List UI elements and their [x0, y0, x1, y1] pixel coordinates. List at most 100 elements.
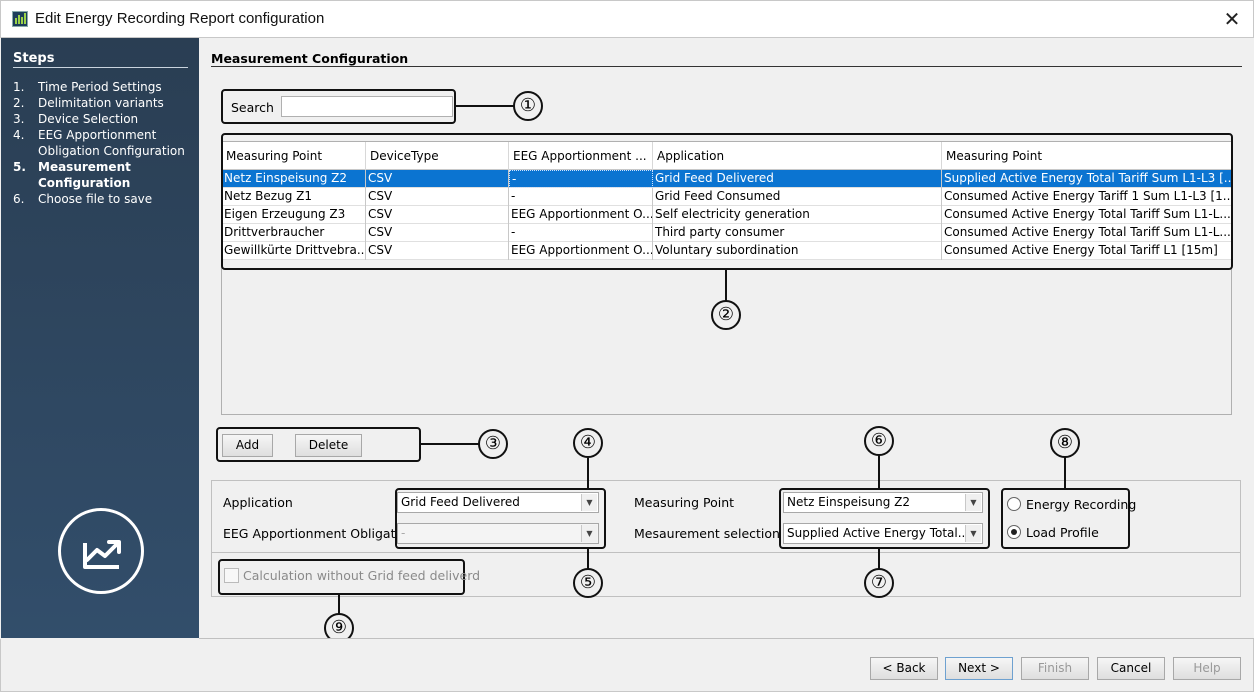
eeg-value: -: [401, 526, 406, 540]
step-label: Time Period Settings: [38, 80, 162, 94]
step-label: EEG Apportionment Obligation Configurati…: [38, 128, 185, 158]
table-cell: Voluntary subordination: [653, 242, 942, 260]
callout-box: [216, 427, 421, 462]
calculation-checkbox-label: Calculation without Grid feed deliverd: [243, 568, 481, 583]
close-icon[interactable]: ✕: [1223, 7, 1241, 31]
table-cell: Consumed Active Energy Total Tariff L1 […: [944, 243, 1218, 257]
search-input[interactable]: [281, 96, 453, 117]
table-row[interactable]: Eigen Erzeugung Z3 CSV EEG Apportionment…: [222, 206, 1231, 224]
measurement-selection-value: Supplied Active Energy Total...: [787, 526, 970, 540]
callout-box: [221, 133, 1233, 270]
column-header[interactable]: Measuring Point: [946, 149, 1043, 163]
chevron-down-icon: ▼: [965, 494, 981, 511]
measuring-point-label: Measuring Point: [634, 495, 735, 510]
table-row-selected[interactable]: Netz Einspeisung Z2 CSV - Grid Feed Deli…: [222, 170, 1231, 188]
step-number: 2.: [13, 96, 25, 110]
table-cell: Drittverbraucher: [222, 224, 366, 242]
table-row[interactable]: Drittverbraucher CSV - Third party consu…: [222, 224, 1231, 242]
step-number: 1.: [13, 80, 25, 94]
callout-line: [878, 455, 880, 489]
table-cell: Grid Feed Delivered: [653, 170, 942, 188]
table-cell: Gewillkürte Drittvebra...: [222, 242, 366, 260]
divider: [199, 638, 1254, 639]
table-cell: Supplied Active Energy Total Tariff Sum …: [944, 171, 1231, 185]
add-button[interactable]: Add: [222, 434, 273, 457]
calculation-checkbox[interactable]: [224, 568, 239, 583]
help-button[interactable]: Help: [1173, 657, 1241, 680]
callout-number: ②: [711, 300, 741, 330]
measuring-point-value: Netz Einspeisung Z2: [787, 495, 911, 509]
step-label: Choose file to save: [38, 192, 153, 206]
table-cell: CSV: [366, 242, 509, 260]
column-header[interactable]: DeviceType: [366, 142, 509, 170]
table-cell: Consumed Active Energy Total Tariff Sum …: [944, 207, 1231, 221]
step-number: 4.: [13, 128, 25, 142]
steps-title: Steps: [13, 51, 188, 68]
table-cell: CSV: [366, 188, 509, 206]
callout-line: [878, 549, 880, 570]
table-cell: -: [509, 170, 653, 188]
eeg-label: EEG Apportionment Obligation: [223, 526, 415, 541]
callout-number: ⑥: [864, 426, 894, 456]
cancel-button[interactable]: Cancel: [1097, 657, 1165, 680]
table-cell: Consumed Active Energy Total Tariff Sum …: [944, 225, 1231, 239]
table-cell: CSV: [366, 206, 509, 224]
table-row[interactable]: Netz Bezug Z1 CSV - Grid Feed Consumed C…: [222, 188, 1231, 206]
delete-button[interactable]: Delete: [295, 434, 362, 457]
step-label: Measurement Configuration: [38, 160, 131, 190]
callout-number: ⑧: [1050, 428, 1080, 458]
measurement-selection-select[interactable]: Supplied Active Energy Total...▼: [783, 523, 983, 544]
energy-recording-label: Energy Recording: [1026, 497, 1137, 512]
callout-box: [221, 89, 456, 124]
callout-box: [779, 488, 990, 549]
eeg-select[interactable]: -▼: [397, 523, 599, 544]
callout-line: [456, 105, 514, 107]
table-cell: EEG Apportionment O...: [509, 242, 653, 260]
energy-recording-radio[interactable]: [1007, 497, 1021, 511]
title-bar: [0, 0, 1254, 38]
column-header[interactable]: Application: [653, 142, 942, 170]
chart-trend-icon: [58, 508, 144, 594]
callout-line: [1064, 457, 1066, 489]
load-profile-radio[interactable]: [1007, 525, 1021, 539]
measurement-selection-label: Mesaurement selection: [634, 526, 780, 541]
back-button[interactable]: < Back: [870, 657, 938, 680]
app-icon: [12, 11, 28, 27]
finish-button[interactable]: Finish: [1021, 657, 1089, 680]
callout-line: [587, 549, 589, 570]
table-cell: Grid Feed Consumed: [653, 188, 942, 206]
divider: [211, 66, 1242, 67]
step-number: 3.: [13, 112, 25, 126]
window-title: Edit Energy Recording Report configurati…: [35, 10, 325, 27]
search-label: Search: [231, 100, 274, 115]
table-cell: Netz Bezug Z1: [222, 188, 366, 206]
callout-number: ⑦: [864, 568, 894, 598]
application-label: Application: [223, 495, 293, 510]
callout-box: [395, 488, 606, 549]
table-cell: Consumed Active Energy Tariff 1 Sum L1-L…: [944, 189, 1231, 203]
callout-line: [587, 458, 589, 489]
measuring-point-select[interactable]: Netz Einspeisung Z2 ▼: [783, 492, 983, 513]
callout-number: ⑤: [573, 568, 603, 598]
step-label: Device Selection: [38, 112, 139, 126]
chevron-down-icon: ▼: [581, 525, 597, 542]
column-header[interactable]: EEG Apportionment ...: [509, 142, 653, 170]
callout-number: ①: [513, 91, 543, 121]
column-header[interactable]: Measuring Point: [222, 142, 366, 170]
callout-box: [218, 559, 465, 595]
table-cell: Self electricity generation: [653, 206, 942, 224]
calculation-panel: [211, 553, 1241, 597]
table-cell: EEG Apportionment O...: [509, 206, 653, 224]
application-select[interactable]: Grid Feed Delivered▼: [397, 492, 599, 513]
callout-line: [421, 443, 480, 445]
table-cell: CSV: [366, 170, 509, 188]
table-cell: -: [509, 188, 653, 206]
table-row[interactable]: Gewillkürte Drittvebra... CSV EEG Apport…: [222, 242, 1231, 260]
next-button[interactable]: Next >: [945, 657, 1013, 680]
table-cell: Eigen Erzeugung Z3: [222, 206, 366, 224]
measurement-form: [211, 480, 1241, 553]
steps-sidebar: Steps 1.Time Period Settings 2.Delimitat…: [1, 38, 199, 638]
table-cell: CSV: [366, 224, 509, 242]
step-number: 5.: [13, 160, 26, 174]
table-cell: -: [509, 224, 653, 242]
